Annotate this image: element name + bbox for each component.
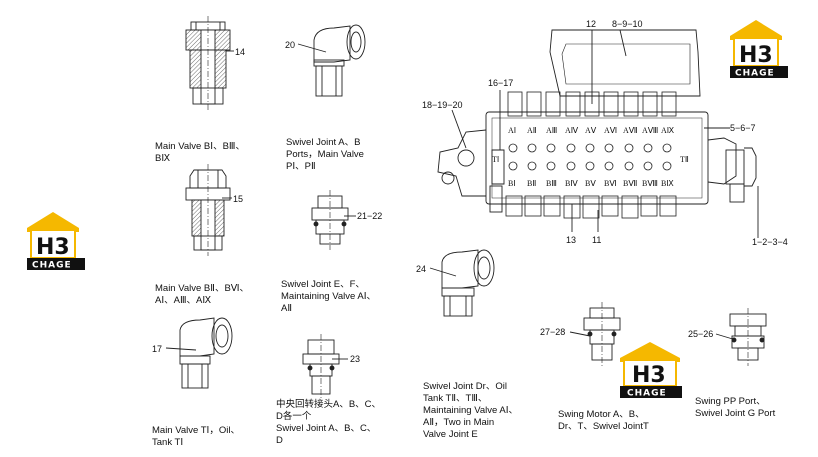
number-5-6-7: 5−6−7 — [730, 123, 756, 133]
caption-25-26: Swing PP Port、Swivel Joint G Port — [695, 396, 776, 419]
logo-mark: H3 — [36, 235, 70, 260]
port-t1: TⅠ — [492, 155, 499, 164]
port-a5: AⅤ — [585, 126, 597, 135]
port-a2: AⅡ — [527, 126, 537, 135]
number-20: 20 — [285, 40, 295, 50]
port-b8: BⅧ — [642, 179, 658, 188]
caption-21-22: Swivel Joint E、F、Maintaining Valve AⅠ、AⅡ — [281, 279, 377, 314]
number-25-26: 25−26 — [688, 329, 713, 339]
port-a1: AⅠ — [508, 126, 516, 135]
number-11: 11 — [592, 235, 601, 245]
fitting-15 — [185, 164, 232, 256]
port-a6: AⅥ — [604, 126, 617, 135]
number-15: 15 — [233, 194, 243, 204]
main-control-valve — [437, 29, 759, 238]
port-b1: BⅠ — [508, 179, 516, 188]
number-21-22: 21−22 — [357, 211, 382, 221]
number-8-9-10: 8−9−10 — [612, 19, 643, 29]
port-b3: BⅢ — [546, 179, 557, 188]
fitting-24 — [429, 249, 495, 317]
number-23: 23 — [350, 354, 360, 364]
port-a9: AⅨ — [661, 126, 675, 135]
number-13: 13 — [566, 235, 576, 245]
caption-17: Main Valve TⅠ，Oil、Tank TⅠ — [152, 425, 240, 448]
port-b6: BⅥ — [604, 179, 617, 188]
port-a4: AⅣ — [565, 126, 579, 135]
fitting-20 — [297, 24, 366, 97]
fitting-17 — [165, 317, 233, 389]
number-18-19-20: 18−19−20 — [422, 100, 463, 110]
number-1-2-3-4: 1−2−3−4 — [752, 237, 788, 247]
port-b5: BⅤ — [585, 179, 596, 188]
fitting-23 — [302, 334, 348, 400]
port-t2: TⅡ — [680, 155, 689, 164]
number-12: 12 — [586, 19, 596, 29]
port-b9: BⅨ — [661, 179, 674, 188]
logo-mark: H3 — [632, 363, 666, 388]
logo-text: CHAGE — [32, 261, 72, 271]
brand-logo-top-right: H3 CHAGE — [730, 20, 788, 79]
number-27-28: 27−28 — [540, 327, 565, 337]
valve-port-labels: AⅠ AⅡ AⅢ AⅣ AⅤ AⅥ AⅦ AⅧ AⅨ BⅠ BⅡ BⅢ BⅣ B… — [492, 126, 689, 188]
number-14: 14 — [235, 47, 245, 57]
caption-27-28: Swing Motor A、B、Dr、T、Swivel JointT — [558, 409, 649, 432]
number-17: 17 — [152, 344, 162, 354]
logo-text: CHAGE — [627, 389, 667, 399]
fitting-21-22 — [311, 190, 356, 250]
fitting-27-28 — [569, 302, 621, 366]
port-b4: BⅣ — [565, 179, 578, 188]
brand-logo-bottom: H3 CHAGE — [620, 342, 682, 399]
port-a3: AⅢ — [546, 126, 557, 135]
logo-mark: H3 — [739, 43, 773, 68]
number-24: 24 — [416, 264, 426, 274]
port-a7: AⅦ — [623, 126, 638, 135]
fitting-25-26 — [715, 308, 767, 366]
port-b2: BⅡ — [527, 179, 536, 188]
brand-logo-left: H3 CHAGE — [27, 212, 85, 271]
caption-15: Main Valve BⅡ、BⅥ、AⅠ、AⅢ、AⅨ — [155, 283, 250, 306]
port-b7: BⅦ — [623, 179, 637, 188]
caption-14: Main Valve BⅠ、BⅢ、BⅨ — [155, 141, 245, 164]
number-16-17: 16−17 — [488, 78, 513, 88]
logo-text: CHAGE — [735, 69, 775, 79]
port-a8: AⅧ — [642, 126, 658, 135]
fitting-14 — [185, 16, 234, 110]
